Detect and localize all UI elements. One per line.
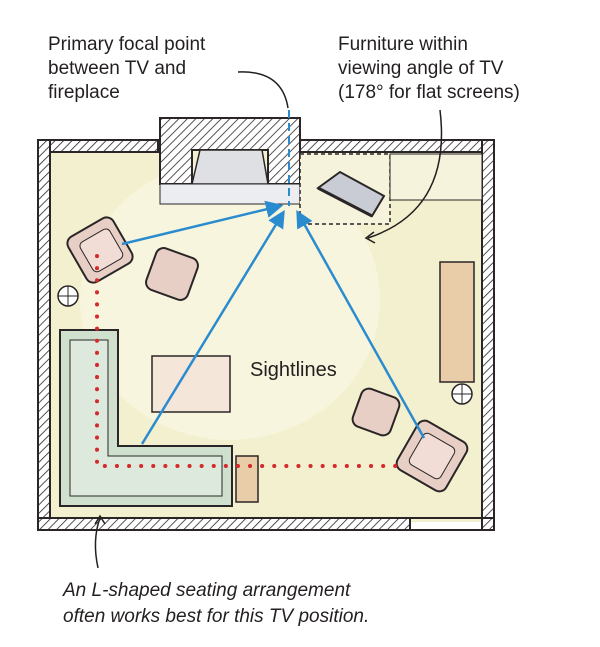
- caption-leader: [94, 517, 101, 569]
- sightlines-label: Sightlines: [250, 359, 337, 381]
- shelf-top-right: [389, 153, 483, 201]
- focal-point-leader: [237, 71, 289, 109]
- furniture-annotation: Furniture within viewing angle of TV (17…: [338, 34, 520, 103]
- armchair-top-left: [66, 216, 134, 284]
- room-walls: [37, 139, 495, 531]
- furniture-leader: [367, 109, 443, 239]
- sightline-arrows: [121, 200, 426, 445]
- armchair-bottom-right: [395, 419, 469, 493]
- seating-path: [95, 254, 402, 468]
- floor-lamp-icon: [451, 383, 473, 405]
- tv-icon: [316, 170, 386, 218]
- fireplace-icon: [159, 117, 301, 205]
- side-cabinet: [439, 261, 475, 383]
- ottoman-top-left: [145, 247, 199, 301]
- side-table: [235, 455, 259, 503]
- l-shaped-sofa: [59, 329, 233, 507]
- floor-lamp-icon: [57, 285, 79, 307]
- focal-point-annotation: Primary focal point between TV and firep…: [48, 34, 206, 103]
- ottoman-bottom-right: [351, 387, 401, 437]
- figure-caption: An L-shaped seating arrangement often wo…: [63, 580, 370, 627]
